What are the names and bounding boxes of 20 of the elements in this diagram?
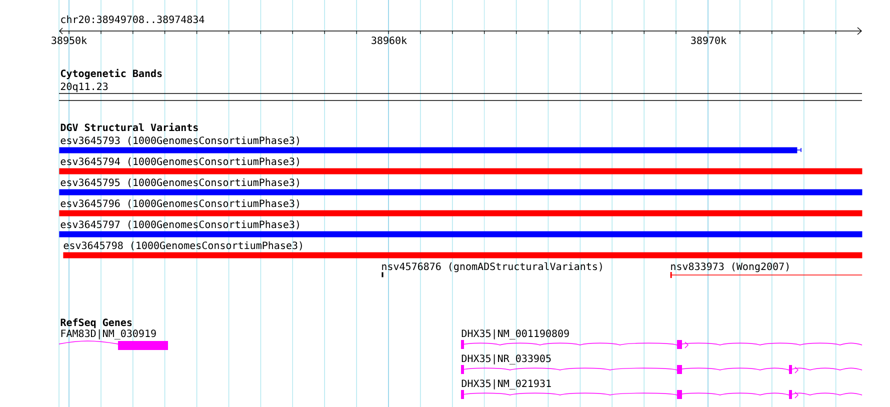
track-title: RefSeq Genes [60,318,132,328]
feature-label: FAM83D|NM_030919 [61,329,156,340]
track-title: Cytogenetic Bands [60,68,162,80]
feature-label: DHX35|NM_021931 [462,379,551,390]
axis-label: 38970k [691,36,726,44]
axis-label: 38950k [52,36,87,44]
feature-label: nsv4576876 (gnomADStructuralVariants) [382,262,602,272]
feature-label: DHX35|NM_001190809 [462,329,569,340]
feature-label: esv3645796 (1000GenomesConsortiumPhase3) [60,199,299,208]
feature-label: esv3645797 (1000GenomesConsortiumPhase3) [60,220,299,230]
feature-label: esv3645795 (1000GenomesConsortiumPhase3) [60,178,299,188]
feature-label: nsv833973 (Wong2007) [671,262,789,272]
coordinate-range: chr20:38949708..38974834 [61,15,204,24]
feature-label: DHX35|NR_033905 [462,354,551,364]
feature-label: esv3645794 (1000GenomesConsortiumPhase3) [60,157,299,166]
feature-label: esv3645798 (1000GenomesConsortiumPhase3) [64,241,302,250]
band-label: 20q11.23 [60,82,108,92]
feature-label: esv3645793 (1000GenomesConsortiumPhase3) [60,136,299,146]
track-title: DGV Structural Variants [60,122,198,132]
axis-label: 38960k [372,36,407,44]
